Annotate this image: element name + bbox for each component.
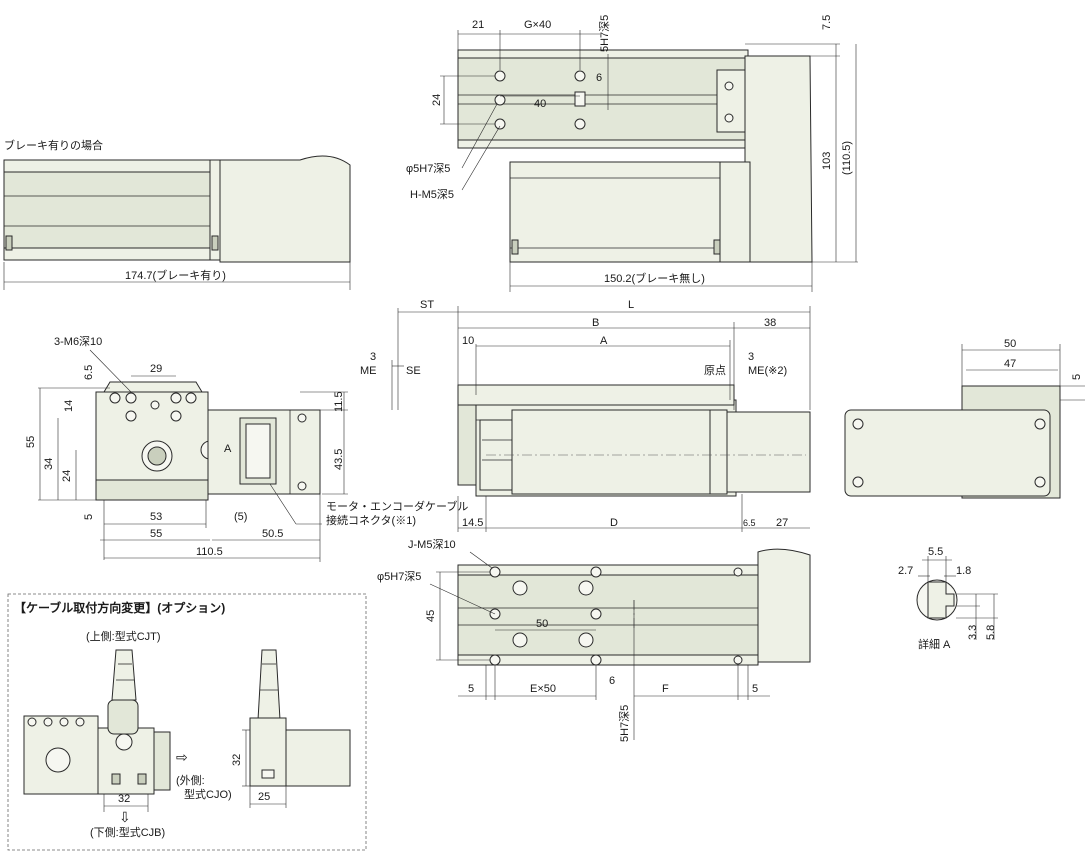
- me-label-left: ME: [360, 365, 377, 377]
- end-label-A: A: [224, 443, 232, 455]
- dim-65b: 6.5: [743, 518, 756, 528]
- dim-3-left: 3: [370, 351, 376, 363]
- option-arrow-down: ⇩: [119, 809, 131, 825]
- stroke-label: ST: [420, 299, 434, 311]
- origin-label: 原点: [704, 364, 726, 377]
- dim-27: 27: [776, 517, 788, 529]
- top-dim-5h7: 5H7深5: [598, 15, 611, 52]
- option-cable-top: [111, 649, 137, 701]
- length-D-label: D: [610, 517, 618, 529]
- dim-3-right: 3: [748, 351, 754, 363]
- bottom-phi5-label: φ5H7深5: [377, 570, 421, 583]
- length-B-label: B: [592, 317, 599, 329]
- option-out-label-1: (外側:: [176, 774, 205, 787]
- detail-dim-27: 2.7: [898, 565, 913, 577]
- end-dim-34: 34: [43, 458, 55, 470]
- top-dim-24: 24: [431, 94, 443, 106]
- brake-length-label: 174.7(ブレーキ有り): [125, 268, 226, 282]
- end-dim-115: 11.5: [333, 391, 345, 412]
- top-phi5-label: φ5H7深5: [406, 162, 450, 175]
- detail-a: 5.5 2.7 1.8 3.3 5.8 詳細 A: [898, 546, 998, 651]
- side-end-cover: [844, 409, 1051, 497]
- motor-cable-label-2: 接続コネクタ(※1): [326, 513, 416, 527]
- bottom-dim-5a: 5: [468, 683, 474, 695]
- option-title: 【ケーブル取付方向変更】(オプション): [14, 600, 225, 615]
- end-dim-1105: 110.5: [196, 546, 223, 558]
- top-motor-cap: [744, 55, 813, 263]
- detail-dim-18: 1.8: [956, 565, 971, 577]
- side-end-dim-47: 47: [1004, 358, 1016, 370]
- side-end-dim-5: 5: [1071, 374, 1083, 380]
- option-cable-side: [257, 649, 281, 721]
- bottom-dim-5b: 5: [752, 683, 758, 695]
- top-hm5-label: H-M5深5: [410, 188, 454, 201]
- top-dim-g40: G×40: [524, 19, 551, 31]
- option-arrow-right: ⇨: [176, 749, 188, 765]
- end-dim-53: 53: [150, 511, 162, 523]
- top-dim-1502: 150.2(ブレーキ無し): [604, 271, 705, 285]
- brake-rail: [3, 171, 221, 249]
- end-dim-5: 5: [83, 514, 95, 520]
- top-dim-75: 7.5: [821, 15, 833, 30]
- dim-145: 14.5: [462, 517, 483, 529]
- bottom-dim-45: 45: [425, 610, 437, 622]
- top-lower-body: [509, 161, 751, 263]
- option-dim-32v: 32: [231, 754, 243, 766]
- bottom-dim-6: 6: [609, 675, 615, 687]
- option-out-label-2: 型式CJO): [184, 787, 232, 801]
- end-dim-435: 43.5: [333, 449, 345, 470]
- option-frame: [7, 593, 367, 851]
- bottom-motor: [757, 548, 811, 663]
- side-end-view: 50 47 5: [844, 338, 1085, 499]
- bottom-jm5-label: J-M5深10: [408, 538, 456, 551]
- end-dim-65: 6.5: [83, 365, 95, 380]
- brake-motor: [219, 155, 351, 263]
- detail-dim-58: 5.8: [985, 625, 997, 640]
- end-dim-5p: (5): [234, 511, 247, 523]
- option-dim-25: 25: [258, 791, 270, 803]
- option-dim-32h: 32: [118, 793, 130, 805]
- detail-label: 詳細 A: [918, 637, 951, 651]
- side-view: ST L B 38 10 A 3 ME SE 3 原点 ME(※2) 14.5 …: [360, 299, 811, 532]
- bottom-dim-F: F: [662, 683, 669, 695]
- top-view: 21 G×40 5H7深5 7.5 103 (110.5) 6 40 24 φ5…: [406, 15, 858, 292]
- brake-view: ブレーキ有りの場合 174.7(ブレーキ有り): [3, 138, 351, 290]
- end-dim-55h: 55: [150, 528, 162, 540]
- end-dim-505: 50.5: [262, 528, 283, 540]
- brake-label: ブレーキ有りの場合: [4, 138, 103, 152]
- end-dim-24: 24: [61, 470, 73, 482]
- option-side-body: [285, 729, 351, 787]
- bottom-dim-e50: E×50: [530, 683, 556, 695]
- detail-dim-33: 3.3: [967, 625, 979, 640]
- end-view: 3-M6深10 29 6.5 14 55 34 24 5 53 55 110.5…: [25, 335, 468, 562]
- end-dim-14: 14: [63, 400, 75, 412]
- option-box: 【ケーブル取付方向変更】(オプション) (上側:型式CJT) 32 ⇨ (外側:…: [7, 593, 367, 851]
- bottom-view: J-M5深10 φ5H7深5 45 50 5 E×50 6 F 5 5H7深5: [377, 538, 811, 742]
- length-L-label: L: [628, 299, 634, 311]
- option-top-label: (上側:型式CJT): [86, 629, 161, 643]
- motor-cable-label-1: モータ・エンコーダケーブル: [326, 499, 468, 513]
- me2-label: ME(※2): [748, 365, 787, 377]
- dim-38: 38: [764, 317, 776, 329]
- side-end-dim-50: 50: [1004, 338, 1016, 350]
- dim-10: 10: [462, 335, 474, 347]
- end-dim-55v: 55: [25, 436, 37, 448]
- end-3m6-label: 3-M6深10: [54, 335, 102, 348]
- top-dim-6: 6: [596, 72, 602, 84]
- option-bottom-label: (下側:型式CJB): [90, 825, 165, 839]
- side-motor: [726, 411, 811, 493]
- top-dim-21: 21: [472, 19, 484, 31]
- detail-dim-55: 5.5: [928, 546, 943, 558]
- se-label: SE: [406, 365, 421, 377]
- bottom-dim-50: 50: [536, 618, 548, 630]
- length-A-label: A: [600, 335, 608, 347]
- end-dim-29: 29: [150, 363, 162, 375]
- top-dim-40: 40: [534, 98, 546, 110]
- bottom-dim-5h7: 5H7深5: [618, 705, 631, 742]
- top-dim-103: 103: [821, 152, 833, 170]
- top-dim-1105: (110.5): [841, 141, 853, 175]
